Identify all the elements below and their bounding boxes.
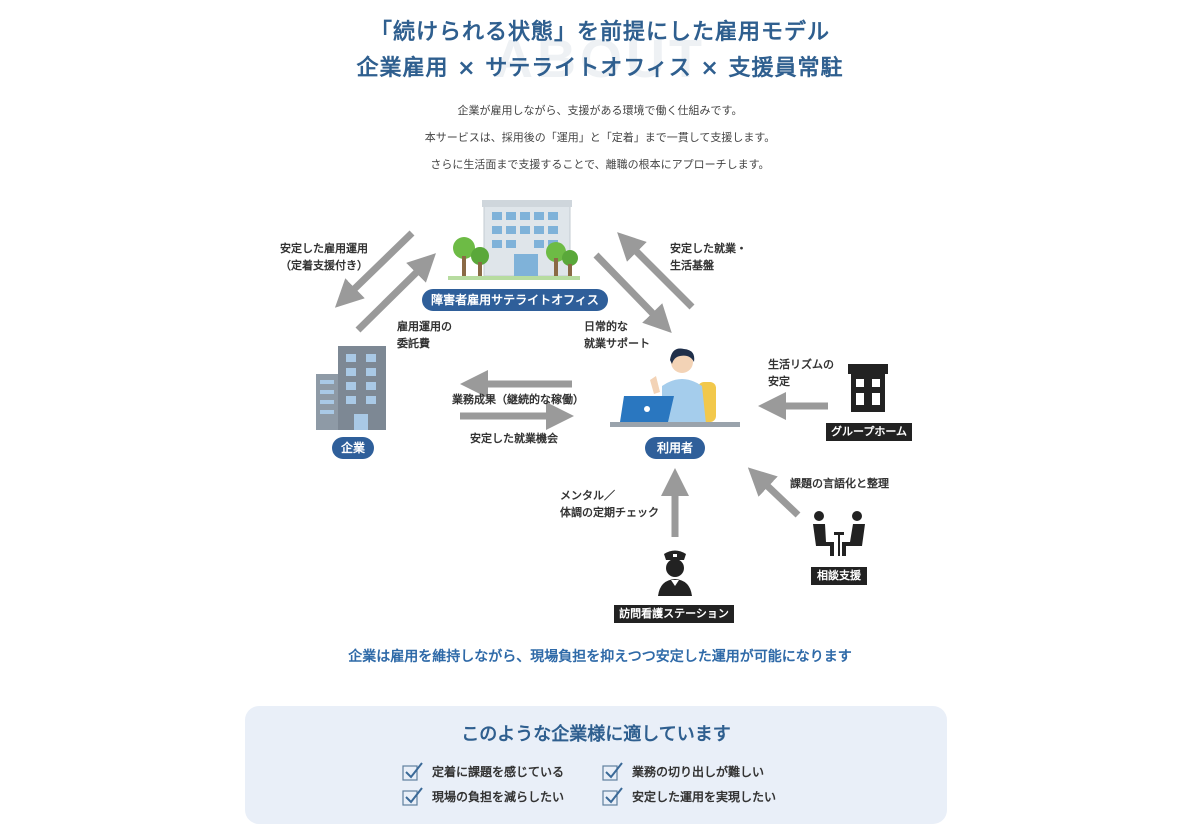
arrow-office-to-user: [593, 252, 672, 334]
nursing-label: 訪問看護ステーション: [614, 605, 734, 623]
label-company-to-office: 雇用運用の 委託費: [397, 320, 452, 350]
label-office-to-company: 安定した雇用運用 （定着支援付き）: [280, 242, 368, 272]
consult-label: 相談支援: [811, 567, 867, 585]
label-office-to-user: 日常的な 就業サポート: [584, 320, 650, 350]
checkmark-icon: [602, 762, 623, 781]
conclusion-text: 企業は雇用を維持しながら、現場負担を抑えつつ安定した運用が可能になります: [348, 649, 852, 665]
title-line-2: 企業雇用 × サテライトオフィス × 支援員常駐: [356, 56, 844, 81]
nurse-icon: [658, 550, 692, 596]
checkmark-icon: [402, 762, 423, 781]
suitability-item-text: 現場の負担を減らしたい: [432, 790, 565, 804]
label-grouphome-to-user: 生活リズムの 安定: [768, 358, 834, 388]
suitability-item-text: 定着に課題を感じている: [432, 765, 565, 779]
checkmark-icon: [602, 787, 623, 806]
house-icon: [848, 364, 888, 412]
intro-line-3: さらに生活面まで支援することで、離職の根本にアプローチします。: [430, 158, 770, 171]
arrow-office-to-company: [334, 230, 415, 308]
company-label: 企業: [332, 437, 374, 459]
consultation-icon: [813, 511, 865, 556]
title-line-1: 「続けられる状態」を前提にした雇用モデル: [369, 20, 830, 45]
label-consult-to-user: 課題の言語化と整理: [790, 477, 889, 490]
label-user-to-company: 業務成果（継続的な稼働）: [452, 393, 584, 406]
intro-line-2: 本サービスは、採用後の「運用」と「定着」まで一貫して支援します。: [424, 131, 776, 144]
company-building-icon: [316, 346, 386, 430]
worker-at-laptop-icon: [610, 348, 740, 427]
suitability-item-text: 安定した運用を実現したい: [632, 790, 777, 804]
suitability-item-text: 業務の切り出しが難しい: [632, 765, 765, 779]
arrow-consult-to-user: [747, 467, 801, 518]
label-company-to-user: 安定した就業機会: [470, 432, 558, 445]
about-watermark: ABOUT: [494, 29, 706, 89]
intro-line-1: 企業が雇用しながら、支援がある環境で働く仕組みです。: [457, 104, 743, 117]
suitability-panel: このような企業様に適しています 定着に課題を感じている 業務の切り出しが難しい …: [245, 706, 947, 824]
suitability-title: このような企業様に適しています: [461, 724, 731, 745]
checkmark-icon: [402, 787, 423, 806]
label-nursing-to-user: メンタル／ 体調の定期チェック: [560, 489, 659, 519]
group-home-label: グループホーム: [826, 423, 912, 441]
office-building-icon: [448, 200, 580, 280]
arrow-company-to-office: [355, 253, 436, 333]
arrow-user-to-office: [617, 232, 695, 310]
user-label: 利用者: [645, 437, 705, 459]
office-label: 障害者雇用サテライトオフィス: [422, 289, 608, 311]
label-user-to-office: 安定した就業・ 生活基盤: [670, 242, 747, 272]
